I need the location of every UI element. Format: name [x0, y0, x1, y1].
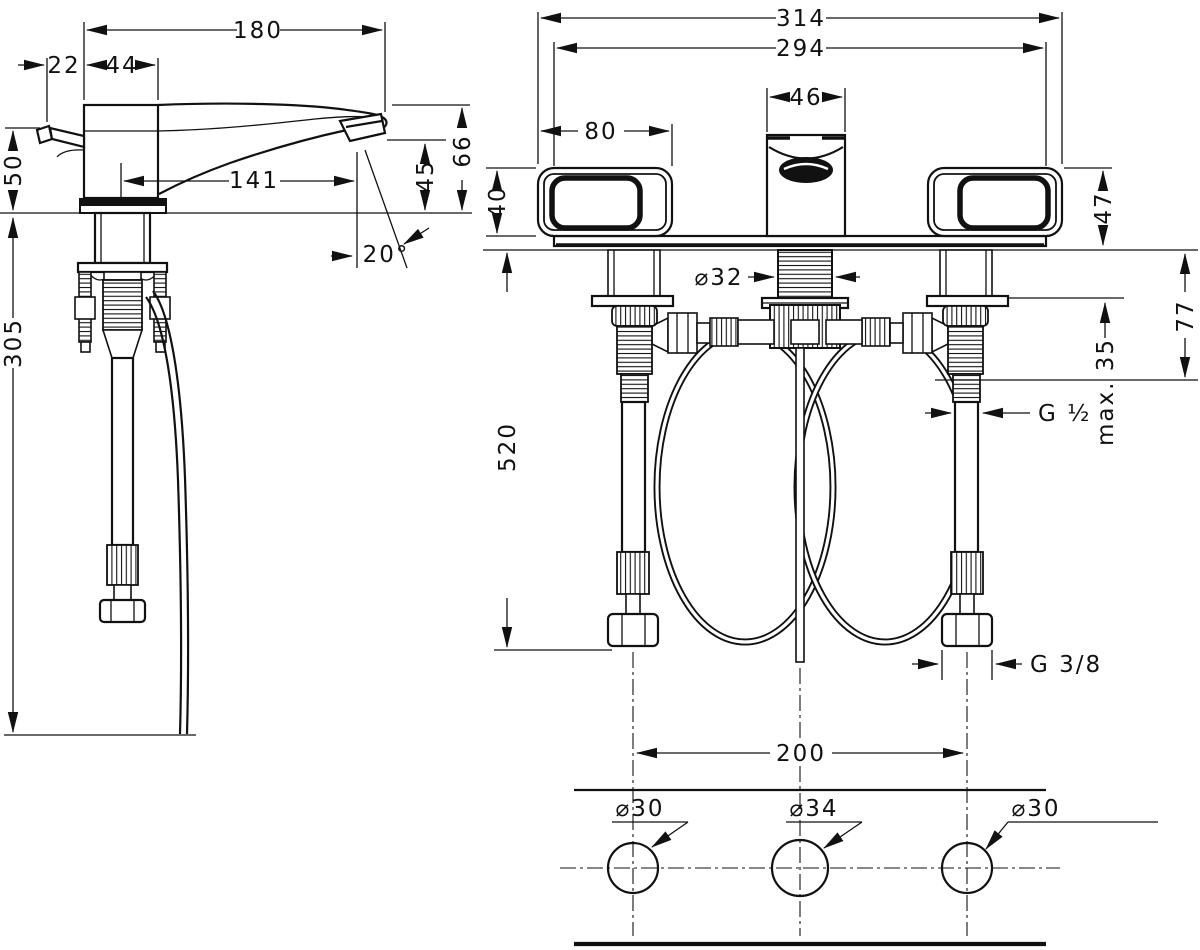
dim-spout-width: 46	[789, 85, 822, 111]
dim-supply-connection: G 3/8	[1030, 652, 1102, 678]
hose-loops	[653, 328, 977, 646]
supply-connector	[102, 279, 143, 331]
supply-hose	[110, 356, 135, 547]
dim-shank-diameter: ⌀32	[694, 265, 743, 291]
spout-opening	[779, 157, 833, 183]
dim-handle-height-front: 40	[485, 185, 511, 218]
pop-up-rod	[795, 347, 805, 663]
mounting-plate	[76, 261, 169, 274]
handle-lever	[48, 126, 86, 149]
front-view: 314 294 46 80 40 47 ⌀32 520	[483, 6, 1199, 936]
dim-overall-width: 314	[776, 6, 826, 32]
spout-top-edge	[157, 102, 388, 126]
curved-hose-inner	[145, 296, 183, 735]
center-shank	[777, 249, 833, 299]
dim-max-counter-thickness: max. 35	[1093, 338, 1119, 446]
spout-outlet	[338, 112, 387, 143]
dim-handle-height: 50	[1, 153, 27, 186]
center-hole	[770, 838, 830, 898]
dim-shank-length: 77	[1173, 299, 1199, 332]
bottom-view: ⌀30 ⌀34 ⌀30	[560, 788, 1158, 947]
dim-left-hole-diameter: ⌀30	[615, 796, 664, 822]
right-valve	[925, 249, 1010, 648]
dim-hole-spacing: 200	[776, 741, 826, 767]
dim-hose-length: 520	[495, 422, 521, 472]
side-view: 180 22 44 50 305 141 20° 45 66	[0, 18, 476, 736]
dim-outlet-height: 45	[413, 159, 439, 192]
shank	[93, 211, 152, 265]
dim-handle-overhang: 22	[47, 53, 80, 79]
dim-outlet-angle: 20°	[363, 242, 410, 268]
dim-base-width: 294	[776, 36, 826, 62]
hose-nut	[98, 598, 147, 624]
dim-supply-drop: 305	[1, 318, 27, 368]
dim-spout-reach: 141	[229, 168, 279, 194]
spout-inner-edge	[157, 115, 368, 132]
right-hole	[940, 841, 994, 895]
dim-hose-connection: G ½	[1038, 401, 1091, 427]
curved-hose-outer	[152, 290, 190, 735]
dim-spout-projection: 180	[233, 18, 283, 44]
left-hole	[606, 841, 660, 895]
dim-spout-height: 66	[450, 134, 476, 167]
spout-front	[765, 133, 847, 238]
dim-body-height: 47	[1091, 191, 1117, 224]
dim-handle-width: 80	[584, 119, 617, 145]
dim-right-hole-diameter: ⌀30	[1011, 796, 1060, 822]
left-valve	[590, 249, 675, 648]
dim-center-hole-diameter: ⌀34	[789, 796, 838, 822]
dim-body-depth: 44	[105, 53, 138, 79]
